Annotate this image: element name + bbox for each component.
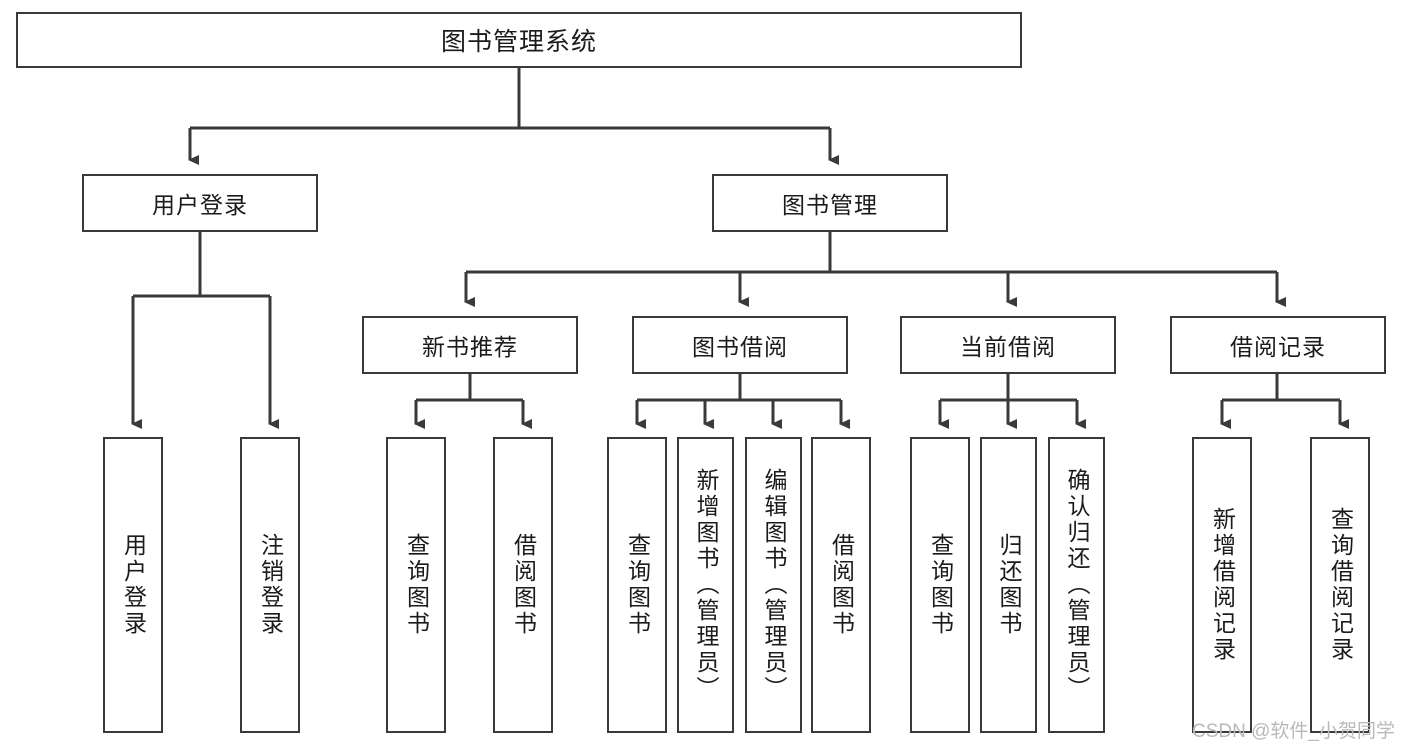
node-label: 借阅图书 bbox=[510, 533, 537, 637]
leaf-confirm-return-admin[interactable]: 确认归还（管理员） bbox=[1048, 437, 1105, 733]
node-label: 图书借阅 bbox=[692, 334, 788, 360]
leaf-borrow-book[interactable]: 借阅图书 bbox=[811, 437, 871, 733]
node-root-book-management-system[interactable]: 图书管理系统 bbox=[16, 12, 1022, 68]
node-label: 查询图书 bbox=[624, 533, 651, 637]
leaf-user-login[interactable]: 用户登录 bbox=[103, 437, 163, 733]
node-label: 确认归还（管理员） bbox=[1064, 468, 1090, 702]
leaf-add-borrow-record[interactable]: 新增借阅记录 bbox=[1192, 437, 1252, 733]
leaf-edit-book-admin[interactable]: 编辑图书（管理员） bbox=[745, 437, 802, 733]
leaf-borrow-book-recommend[interactable]: 借阅图书 bbox=[493, 437, 553, 733]
node-label: 新增借阅记录 bbox=[1209, 507, 1236, 663]
node-label: 用户登录 bbox=[120, 533, 147, 637]
node-label: 新书推荐 bbox=[422, 334, 518, 360]
node-user-login[interactable]: 用户登录 bbox=[82, 174, 318, 232]
node-label: 图书管理系统 bbox=[440, 28, 597, 56]
node-label: 图书管理 bbox=[782, 192, 878, 218]
leaf-return-book[interactable]: 归还图书 bbox=[980, 437, 1037, 733]
node-label: 查询图书 bbox=[403, 533, 430, 637]
node-book-management[interactable]: 图书管理 bbox=[712, 174, 948, 232]
leaf-query-book-borrow[interactable]: 查询图书 bbox=[607, 437, 667, 733]
node-label: 用户登录 bbox=[152, 192, 248, 218]
node-label: 编辑图书（管理员） bbox=[761, 468, 787, 702]
node-label: 查询借阅记录 bbox=[1327, 507, 1354, 663]
node-label: 借阅图书 bbox=[828, 533, 855, 637]
node-borrow-record[interactable]: 借阅记录 bbox=[1170, 316, 1386, 374]
node-label: 新增图书（管理员） bbox=[693, 468, 719, 702]
leaf-add-book-admin[interactable]: 新增图书（管理员） bbox=[677, 437, 734, 733]
leaf-query-book-recommend[interactable]: 查询图书 bbox=[386, 437, 446, 733]
leaf-query-borrow-record[interactable]: 查询借阅记录 bbox=[1310, 437, 1370, 733]
node-label: 当前借阅 bbox=[960, 334, 1056, 360]
node-book-borrow[interactable]: 图书借阅 bbox=[632, 316, 848, 374]
node-label: 注销登录 bbox=[257, 533, 284, 637]
node-current-borrow[interactable]: 当前借阅 bbox=[900, 316, 1116, 374]
node-label: 查询图书 bbox=[927, 533, 954, 637]
node-label: 归还图书 bbox=[996, 533, 1022, 637]
node-label: 借阅记录 bbox=[1230, 334, 1326, 360]
leaf-logout[interactable]: 注销登录 bbox=[240, 437, 300, 733]
node-new-book-recommend[interactable]: 新书推荐 bbox=[362, 316, 578, 374]
csdn-watermark: CSDN @软件_小贺同学 bbox=[1192, 721, 1395, 742]
leaf-query-book-current[interactable]: 查询图书 bbox=[910, 437, 970, 733]
